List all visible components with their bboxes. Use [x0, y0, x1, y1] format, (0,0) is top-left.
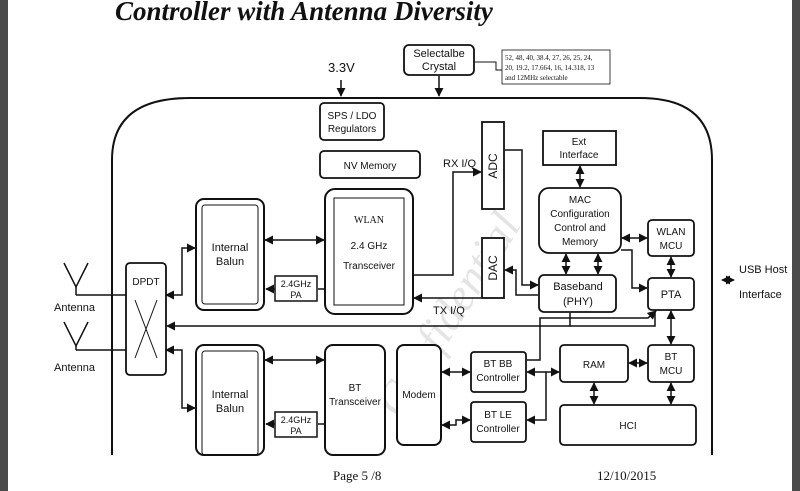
tx-iq-label: TX I/Q [433, 305, 465, 317]
usb-host-interface: USB Host Interface [721, 264, 787, 301]
right-window-edge [792, 0, 800, 491]
bt-bb-controller-block: BT BB Controller [470, 351, 527, 393]
bt-le-controller-block: BT LE Controller [470, 401, 527, 443]
crystal-note-line-2: 20, 19.2, 17.664, 16, 14.318, 13 [505, 64, 595, 72]
svg-text:2.4GHz: 2.4GHz [281, 279, 312, 289]
svg-text:DAC: DAC [486, 255, 500, 281]
svg-text:SPS / LDO: SPS / LDO [328, 111, 377, 122]
crystal-label-line-2: Crystal [422, 61, 456, 73]
ext-interface-block: Ext Interface [542, 130, 617, 166]
hci-block: HCI [559, 404, 697, 446]
sps-ldo-block: SPS / LDO Regulators [319, 102, 385, 141]
svg-text:Transceiver: Transceiver [329, 397, 382, 408]
svg-text:Modem: Modem [402, 390, 435, 401]
svg-text:Internal: Internal [212, 242, 249, 254]
voltage-label: 3.3V [328, 60, 355, 75]
wlan-transceiver-block: WLAN 2.4 GHz Transceiver [324, 188, 414, 315]
antenna-bottom-label: Antenna [54, 362, 96, 374]
svg-text:MCU: MCU [660, 241, 683, 252]
usb-interface-label: Interface [739, 289, 782, 301]
antenna-bottom: Antenna [54, 321, 126, 374]
svg-text:Controller: Controller [476, 424, 520, 435]
svg-text:RAM: RAM [583, 360, 605, 371]
crystal-label-line-1: Selectalbe [413, 48, 464, 60]
svg-text:Regulators: Regulators [328, 124, 376, 135]
crystal-note-line-3: and 12MHz selectable [505, 74, 568, 82]
ram-block: RAM [559, 344, 629, 383]
internal-balun-bottom: Internal Balun [195, 344, 265, 456]
signal-connections [165, 149, 676, 430]
svg-text:BT: BT [665, 352, 678, 363]
left-window-edge [0, 0, 8, 491]
svg-text:BT BB: BT BB [484, 359, 513, 370]
svg-text:Balun: Balun [216, 256, 244, 268]
dpdt-switch-block: DPDT [125, 262, 167, 376]
crystal-block: Selectalbe Crystal [403, 44, 506, 97]
antenna-top-label: Antenna [54, 302, 96, 314]
svg-text:Configuration: Configuration [550, 209, 609, 220]
svg-text:Memory: Memory [562, 237, 598, 248]
bt-transceiver-block: BT Transceiver [324, 344, 386, 456]
svg-text:BT LE: BT LE [484, 410, 512, 421]
svg-text:(PHY): (PHY) [563, 296, 593, 308]
svg-text:Control and: Control and [554, 223, 606, 234]
crystal-note-line-1: 52, 48, 40, 38.4, 27, 26, 25, 24, [505, 54, 593, 62]
adc-block: ADC [481, 121, 505, 210]
svg-text:MCU: MCU [660, 366, 683, 377]
dac-block: DAC [481, 237, 505, 299]
baseband-block: Baseband (PHY) [538, 274, 617, 313]
svg-text:2.4 GHz: 2.4 GHz [351, 241, 388, 252]
page-number: Page 5 /8 [333, 468, 382, 483]
svg-text:WLAN: WLAN [657, 227, 686, 238]
bt-mcu-block: BT MCU [647, 344, 695, 383]
svg-text:Transceiver: Transceiver [343, 261, 396, 272]
svg-text:PTA: PTA [661, 289, 682, 301]
svg-text:Baseband: Baseband [553, 281, 603, 293]
svg-text:ADC: ADC [486, 153, 500, 179]
svg-text:Interface: Interface [560, 150, 599, 161]
pa-top-block: 2.4GHz PA [274, 275, 318, 302]
page-title: Controller with Antenna Diversity [115, 0, 493, 26]
voltage-supply: 3.3V [328, 60, 355, 97]
nv-memory-block: NV Memory [319, 150, 421, 179]
svg-text:Ext: Ext [572, 137, 587, 148]
internal-balun-top: Internal Balun [195, 198, 265, 311]
mac-block: MAC Configuration Control and Memory [538, 187, 622, 254]
antenna-top: Antenna [54, 262, 126, 314]
wlan-mcu-block: WLAN MCU [647, 219, 695, 257]
svg-text:MAC: MAC [569, 195, 591, 206]
usb-host-label: USB Host [739, 264, 787, 276]
svg-text:Balun: Balun [216, 403, 244, 415]
svg-text:Internal: Internal [212, 389, 249, 401]
pta-block: PTA [647, 277, 695, 311]
svg-text:WLAN: WLAN [354, 215, 384, 226]
crystal-frequency-note: 52, 48, 40, 38.4, 27, 26, 25, 24, 20, 19… [501, 49, 611, 85]
modem-block: Modem [396, 344, 442, 446]
svg-text:BT: BT [349, 383, 362, 394]
pa-bottom-block: 2.4GHz PA [274, 411, 318, 438]
svg-text:NV Memory: NV Memory [344, 161, 397, 172]
svg-text:PA: PA [290, 426, 301, 436]
svg-text:DPDT: DPDT [132, 277, 159, 288]
svg-text:PA: PA [290, 290, 301, 300]
svg-text:2.4GHz: 2.4GHz [281, 415, 312, 425]
svg-text:Controller: Controller [476, 373, 520, 384]
rx-iq-label: RX I/Q [443, 158, 476, 170]
svg-text:HCI: HCI [619, 421, 636, 432]
chip-boundary [111, 97, 713, 455]
footer-date: 12/10/2015 [597, 468, 657, 483]
